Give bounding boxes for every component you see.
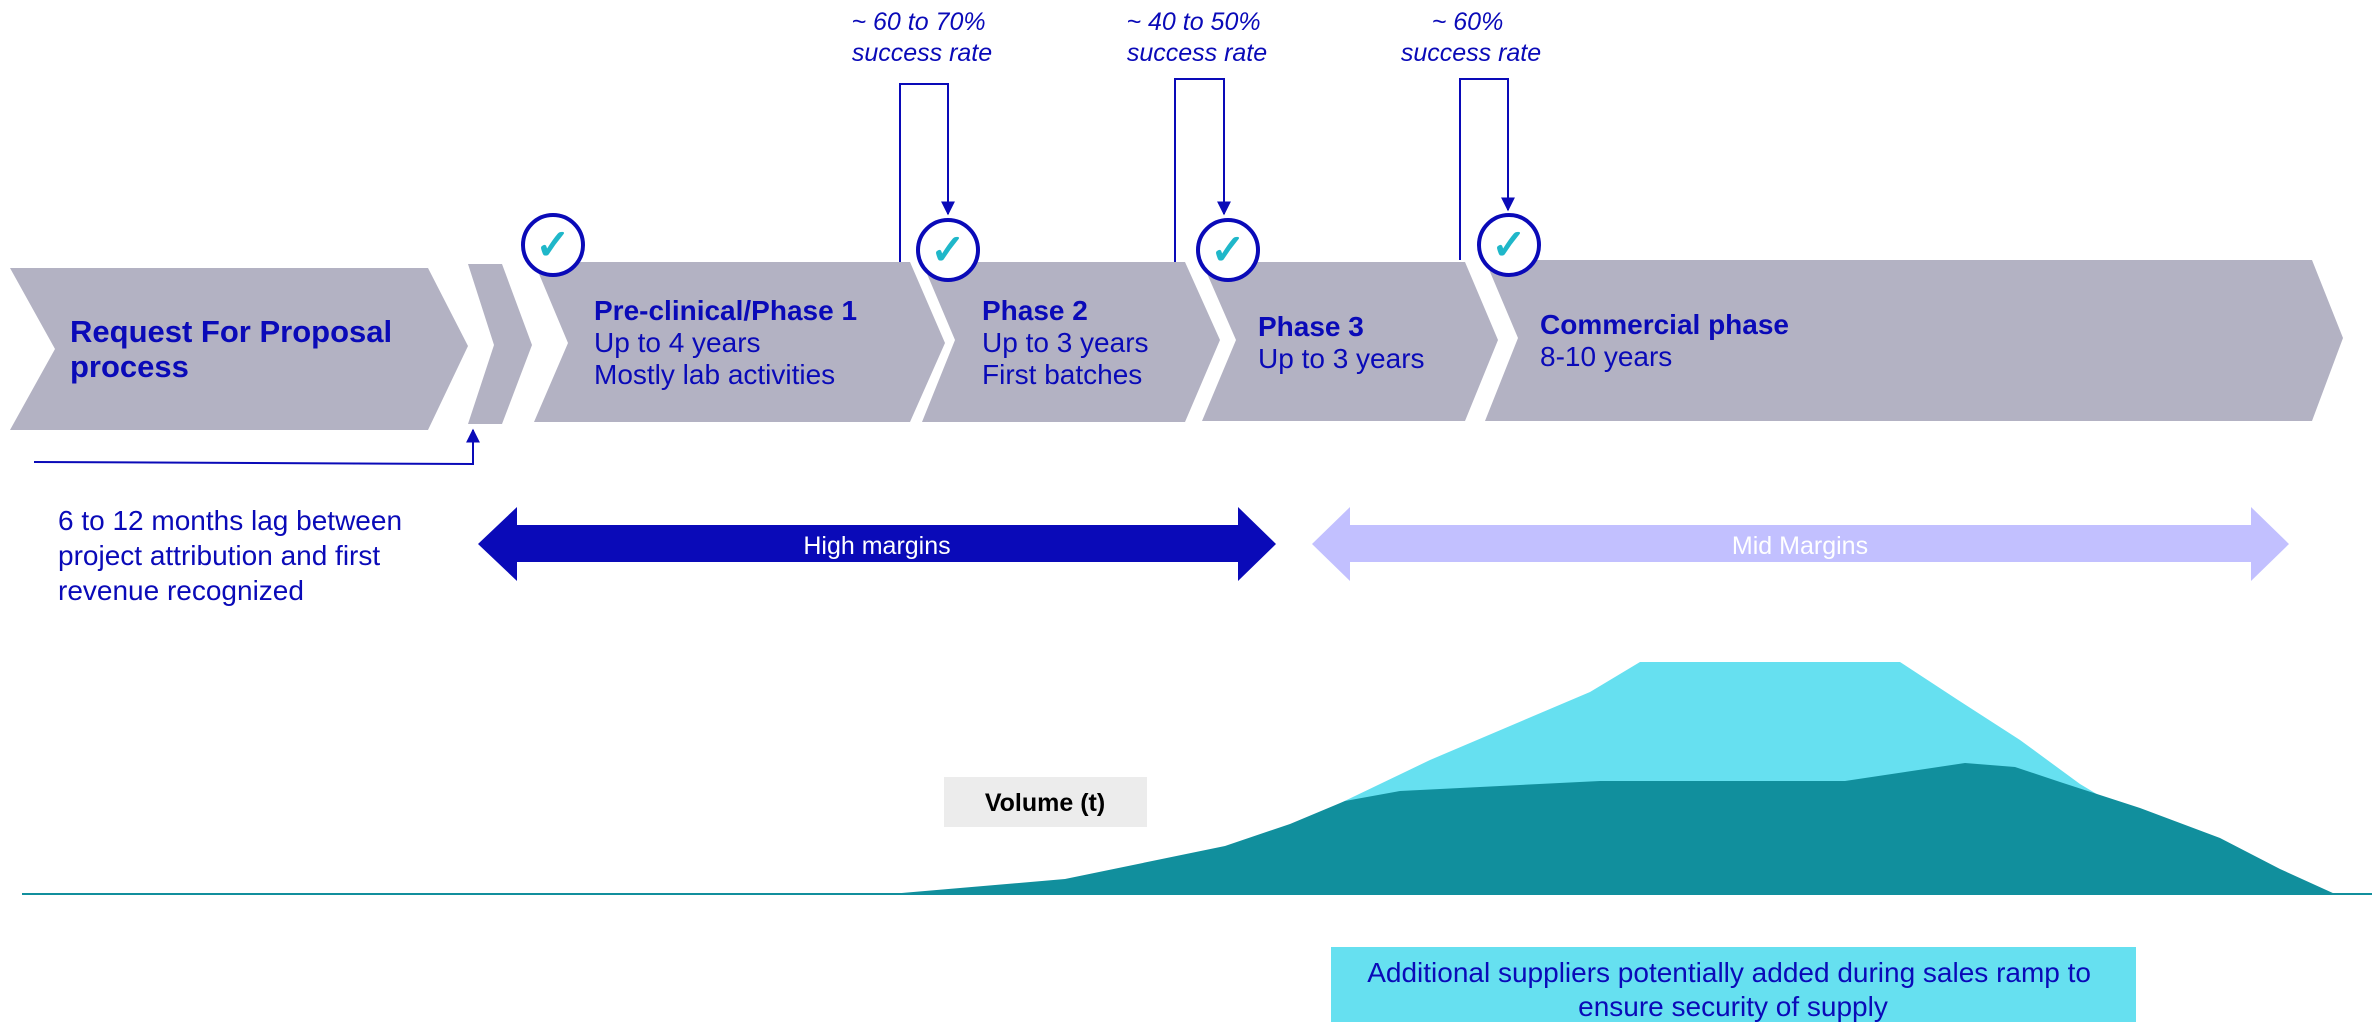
success-rate-3-caption: success rate <box>1401 39 1541 67</box>
success-connector-2 <box>1174 78 1231 262</box>
preclinical-duration: Up to 4 years <box>594 327 761 358</box>
success-connector-3 <box>1459 78 1515 260</box>
success-rate-3-value: ~ 60% <box>1432 8 1504 36</box>
success-rate-1-value: ~ 60 to 70% <box>851 8 985 36</box>
success-rate-3: ~ 60% success rate <box>1401 8 1541 67</box>
lag-note-line3: revenue recognized <box>58 575 304 606</box>
lag-note-line2: project attribution and first <box>58 540 380 571</box>
success-rate-2: ~ 40 to 50% success rate <box>1126 8 1267 67</box>
commercial-duration: 8-10 years <box>1540 341 1672 372</box>
preclinical-activity: Mostly lab activities <box>594 359 835 390</box>
preclinical-label: Pre-clinical/Phase 1 Up to 4 years Mostl… <box>594 295 865 390</box>
preclinical-chevron <box>534 262 945 422</box>
check-icon: ✓ <box>1491 221 1526 268</box>
rfp-title-line1: Request For Proposal <box>70 314 392 349</box>
high-margins-arrow <box>478 507 1276 581</box>
gate-check-3: ✓ <box>1196 218 1260 282</box>
commercial-chevron <box>1485 260 2343 421</box>
gate-check-4: ✓ <box>1477 213 1541 277</box>
volume-label-box <box>944 777 1147 827</box>
suppliers-note: Additional suppliers potentially added d… <box>1367 957 2099 1022</box>
success-rate-1: ~ 60 to 70% success rate <box>851 8 992 67</box>
phase2-activity: First batches <box>982 359 1142 390</box>
check-icon: ✓ <box>930 226 965 273</box>
suppliers-note-line1: Additional suppliers potentially added d… <box>1367 957 2091 988</box>
mid-margins-label: Mid Margins <box>1732 532 1868 560</box>
check-icon: ✓ <box>535 221 570 268</box>
lag-connector-arrow <box>33 428 480 466</box>
rfp-chevron <box>10 268 468 430</box>
volume-label: Volume (t) <box>985 789 1105 817</box>
volume-area-base <box>890 763 2335 894</box>
phase2-label: Phase 2 Up to 3 years First batches <box>982 295 1156 390</box>
check-icon: ✓ <box>1210 226 1245 273</box>
commercial-title: Commercial phase <box>1540 309 1789 340</box>
suppliers-note-line2: ensure security of supply <box>1578 991 1888 1022</box>
phase2-title: Phase 2 <box>982 295 1088 326</box>
phase3-chevron <box>1202 262 1498 421</box>
gate-check-1: ✓ <box>521 213 585 277</box>
gate-check-2: ✓ <box>916 218 980 282</box>
rfp-title: Request For Proposal process <box>70 314 401 384</box>
high-margins-label: High margins <box>803 532 950 560</box>
lag-note-line1: 6 to 12 months lag between <box>58 505 402 536</box>
phase2-duration: Up to 3 years <box>982 327 1149 358</box>
success-connector-1 <box>899 83 955 262</box>
phase3-label: Phase 3 Up to 3 years <box>1258 311 1425 374</box>
phase2-chevron <box>922 262 1220 422</box>
phase3-duration: Up to 3 years <box>1258 343 1425 374</box>
lag-chevron <box>468 264 532 424</box>
success-rate-2-value: ~ 40 to 50% <box>1126 8 1260 36</box>
mid-margins-arrow <box>1312 507 2289 581</box>
lag-note: 6 to 12 months lag between project attri… <box>58 505 410 606</box>
success-rate-2-caption: success rate <box>1127 39 1267 67</box>
rfp-title-line2: process <box>70 349 189 384</box>
phase3-title: Phase 3 <box>1258 311 1364 342</box>
commercial-label: Commercial phase 8-10 years <box>1540 309 1797 372</box>
suppliers-note-box <box>1331 947 2136 1022</box>
success-rate-1-caption: success rate <box>852 39 992 67</box>
preclinical-title: Pre-clinical/Phase 1 <box>594 295 857 326</box>
